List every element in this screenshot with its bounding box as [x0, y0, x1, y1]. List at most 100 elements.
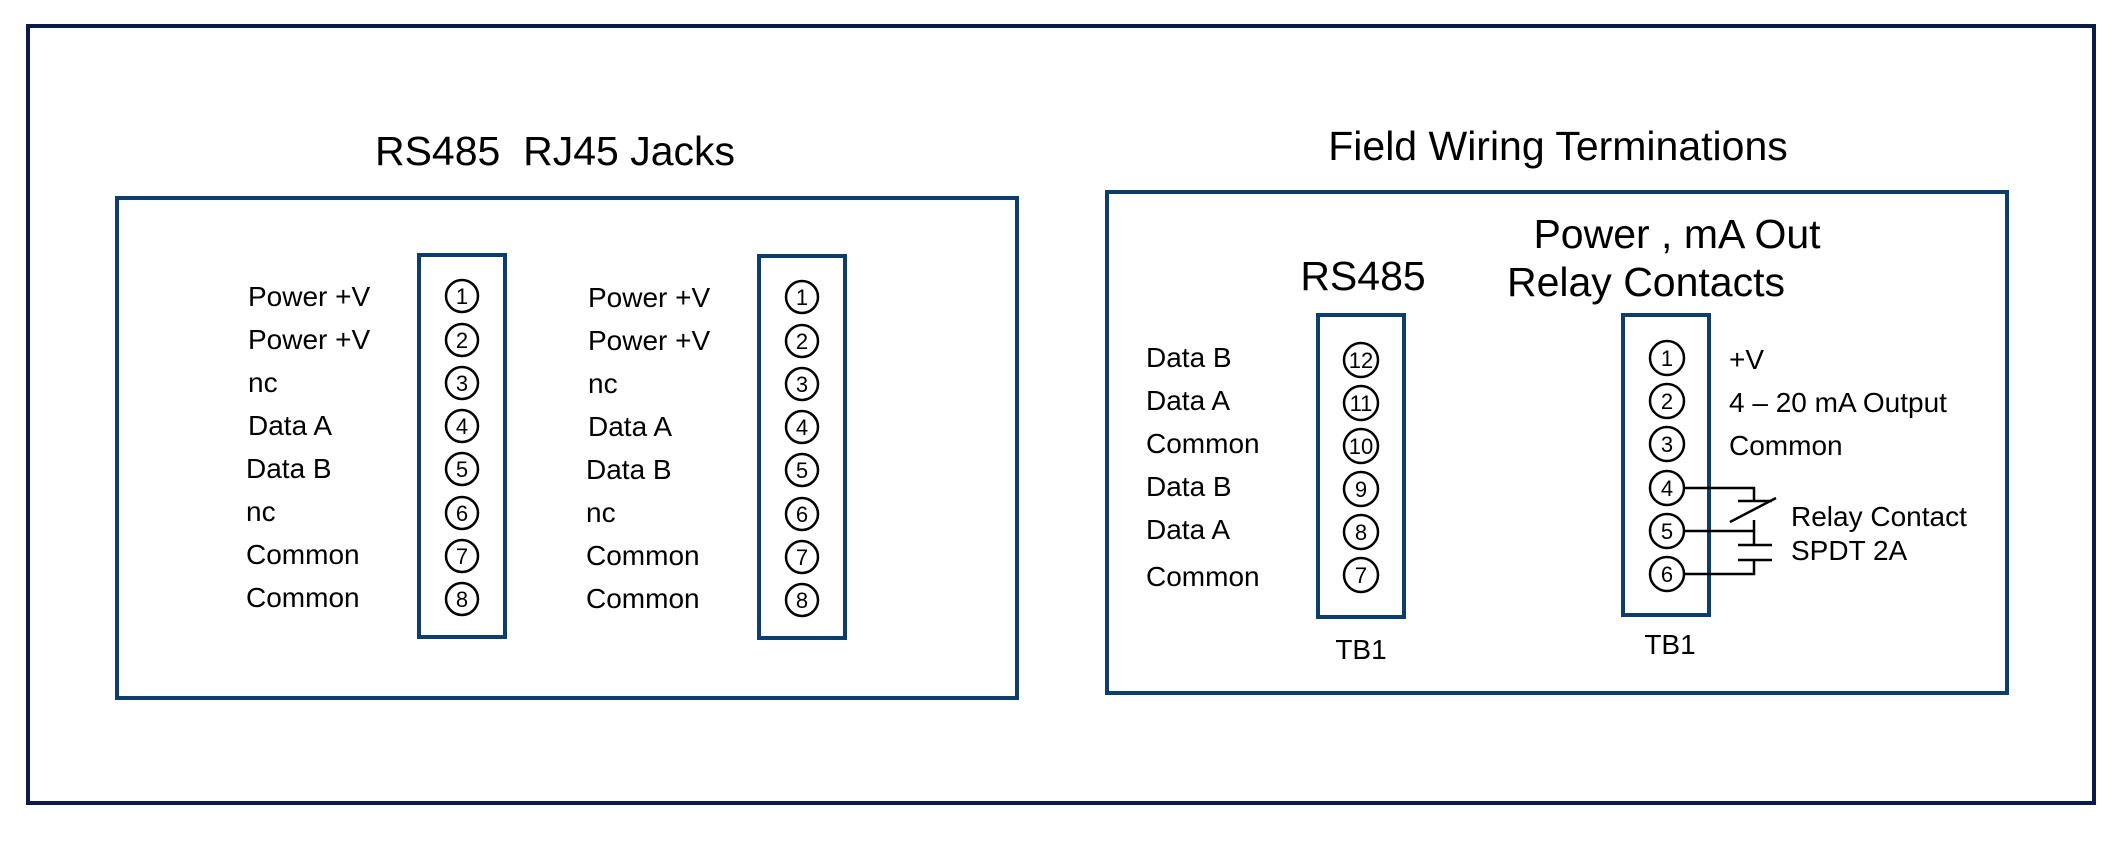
pin-terminal: 3: [444, 365, 480, 401]
rj45-jack-1-block: [417, 253, 507, 639]
jack-2-label: Common: [586, 583, 700, 614]
svg-text:1: 1: [456, 284, 468, 309]
pin-terminal: 8: [784, 582, 820, 618]
jack-2-label: Power +V: [588, 282, 710, 313]
pin-terminal: 1: [444, 278, 480, 314]
jack-1-label: Common: [246, 582, 360, 613]
rs485-labels: Data B Data A Common Data B Data A Commo…: [1146, 342, 1260, 592]
power-terminal-block: [1621, 313, 1711, 617]
svg-text:8: 8: [1355, 520, 1367, 545]
rs485-label: Common: [1146, 561, 1260, 592]
relay-rating-label: SPDT 2A: [1791, 535, 1908, 566]
pin-terminal: 1: [784, 279, 820, 315]
jack-1-label: Data A: [248, 410, 332, 441]
power-labels: +V 4 – 20 mA Output Common: [1729, 344, 1947, 461]
rs485-heading: RS485: [1300, 253, 1425, 299]
rs485-label: Data B: [1146, 342, 1232, 373]
jack-2-label: nc: [588, 368, 618, 399]
rs485-block-label: TB1: [1335, 634, 1386, 665]
rj45-jack-1-pins: 1 2 3 4 5 6 7 8: [444, 278, 480, 617]
svg-text:8: 8: [796, 588, 808, 613]
pin-terminal: 4: [784, 409, 820, 445]
field-panel: [1105, 190, 2009, 695]
rs485-label: Data B: [1146, 471, 1232, 502]
rj45-title: RS485 RJ45 Jacks: [375, 128, 735, 174]
jack-1-label: Power +V: [248, 281, 370, 312]
relay-contact-label: Relay Contact: [1791, 501, 1967, 532]
svg-text:4: 4: [796, 415, 808, 440]
rj45-jack-2-pins: 1 2 3 4 5 6 7 8: [784, 279, 820, 618]
svg-text:7: 7: [796, 545, 808, 570]
power-label: +V: [1729, 344, 1764, 375]
pin-terminal: 4: [1648, 469, 1686, 507]
power-heading-line2: Relay Contacts: [1507, 259, 1785, 305]
jack-1-label: nc: [246, 496, 276, 527]
pin-terminal: 7: [784, 539, 820, 575]
svg-text:4: 4: [456, 414, 468, 439]
pin-terminal: 9: [1342, 470, 1380, 508]
field-title: Field Wiring Terminations: [1328, 123, 1788, 169]
rs485-label: Common: [1146, 428, 1260, 459]
pin-terminal: 5: [444, 451, 480, 487]
svg-text:8: 8: [456, 587, 468, 612]
svg-text:3: 3: [1661, 432, 1673, 457]
rj45-panel: [115, 196, 1019, 700]
rj45-jack-1-labels: Power +V Power +V nc Data A Data B nc Co…: [246, 281, 370, 613]
pin-terminal: 8: [444, 581, 480, 617]
svg-text:5: 5: [796, 458, 808, 483]
pin-terminal: 1: [1648, 339, 1686, 377]
jack-1-label: Data B: [246, 453, 332, 484]
power-heading-line1: Power , mA Out: [1533, 211, 1821, 257]
svg-text:2: 2: [796, 329, 808, 354]
svg-text:11: 11: [1350, 391, 1373, 416]
pin-terminal: 5: [1648, 512, 1686, 550]
svg-text:7: 7: [456, 544, 468, 569]
svg-text:2: 2: [456, 328, 468, 353]
svg-text:6: 6: [1661, 562, 1673, 587]
svg-text:5: 5: [456, 457, 468, 482]
outer-frame: [26, 24, 2096, 805]
pin-terminal: 6: [444, 495, 480, 531]
jack-2-label: Common: [586, 540, 700, 571]
pin-terminal: 3: [1648, 425, 1686, 463]
svg-text:1: 1: [796, 285, 808, 310]
pin-terminal: 8: [1342, 513, 1380, 551]
pin-terminal: 6: [1648, 555, 1686, 593]
svg-text:7: 7: [1355, 563, 1367, 588]
jack-1-label: nc: [248, 367, 278, 398]
pin-terminal: 2: [1648, 382, 1686, 420]
power-pins: 1 2 3 4 5 6: [1648, 339, 1686, 593]
pin-terminal: 10: [1342, 427, 1380, 465]
pin-terminal: 6: [784, 496, 820, 532]
rj45-jack-2-labels: Power +V Power +V nc Data A Data B nc Co…: [586, 282, 710, 614]
svg-text:12: 12: [1349, 348, 1373, 373]
svg-text:3: 3: [456, 371, 468, 396]
pin-terminal: 12: [1342, 341, 1380, 379]
svg-text:6: 6: [456, 501, 468, 526]
svg-text:3: 3: [796, 372, 808, 397]
jack-2-label: Data B: [586, 454, 672, 485]
rs485-label: Data A: [1146, 514, 1230, 545]
rs485-pins: 12 11 10 9 8 7: [1342, 341, 1380, 594]
pin-terminal: 4: [444, 408, 480, 444]
svg-text:9: 9: [1355, 477, 1367, 502]
svg-text:10: 10: [1349, 434, 1373, 459]
pin-terminal: 2: [444, 322, 480, 358]
pin-terminal: 3: [784, 366, 820, 402]
relay-contact-symbol: [1683, 486, 1777, 576]
power-label: 4 – 20 mA Output: [1729, 387, 1947, 418]
pin-terminal: 2: [784, 323, 820, 359]
power-label: Common: [1729, 430, 1843, 461]
rs485-terminal-block: [1316, 313, 1406, 619]
svg-text:6: 6: [796, 502, 808, 527]
pin-terminal: 7: [1342, 556, 1380, 594]
jack-2-label: Power +V: [588, 325, 710, 356]
jack-1-label: Common: [246, 539, 360, 570]
rj45-jack-2-block: [757, 254, 847, 640]
jack-2-label: nc: [586, 497, 616, 528]
pin-terminal: 7: [444, 538, 480, 574]
svg-text:5: 5: [1661, 519, 1673, 544]
rs485-label: Data A: [1146, 385, 1230, 416]
svg-text:1: 1: [1661, 346, 1673, 371]
